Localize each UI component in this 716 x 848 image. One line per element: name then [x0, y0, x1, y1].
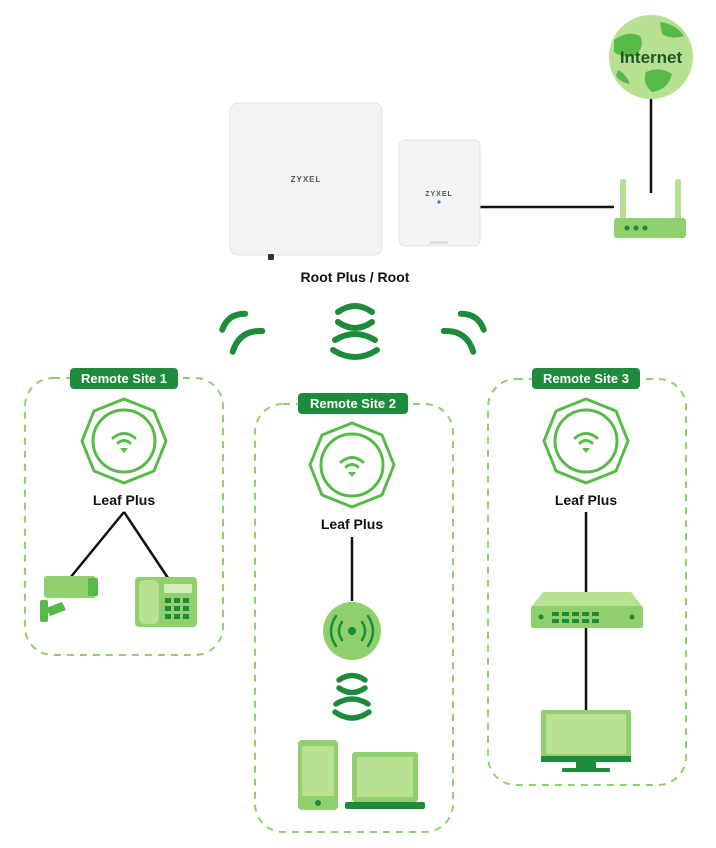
remote-site-2-label: Remote Site 2: [310, 396, 396, 411]
remote-site-3-label: Remote Site 3: [543, 371, 629, 386]
globe-icon: [609, 15, 693, 99]
root-device-small-brand: ZYXEL: [425, 191, 453, 198]
leaf-plus-label: Leaf Plus: [321, 516, 383, 532]
root-device-large-brand: ZYXEL: [291, 175, 322, 184]
leaf-plus-icon: [80, 397, 168, 485]
router-icon: [614, 179, 686, 238]
leaf-plus-label: Leaf Plus: [93, 492, 155, 508]
security-camera-icon: [40, 576, 98, 622]
leaf-phone-link: [122, 511, 170, 579]
wifi-signal-right: [440, 310, 487, 355]
access-point-icon: [323, 602, 381, 660]
internet-label: Internet: [620, 48, 683, 67]
root-device-small: [398, 139, 481, 247]
desk-phone-icon: [135, 577, 197, 627]
leaf-plus-icon: [542, 397, 630, 485]
wifi-signal-center: [330, 303, 380, 360]
monitor-icon: [541, 710, 631, 772]
remote-site-3-badge: [532, 368, 640, 389]
network-switch-icon: [531, 592, 643, 628]
smartphone-icon: [298, 740, 338, 810]
leaf-plus-label: Leaf Plus: [555, 492, 617, 508]
wifi-signal-down: [332, 672, 372, 721]
root-device-large: [229, 102, 383, 260]
leaf-plus-icon: [308, 421, 396, 509]
remote-site-1-badge: [70, 368, 178, 389]
laptop-icon: [345, 752, 425, 809]
remote-site-1-label: Remote Site 1: [81, 371, 167, 386]
leaf-camera-link: [69, 511, 125, 579]
wifi-signal-left: [219, 310, 266, 355]
remote-site-2-badge: [298, 393, 408, 414]
root-label: Root Plus / Root: [301, 269, 410, 285]
